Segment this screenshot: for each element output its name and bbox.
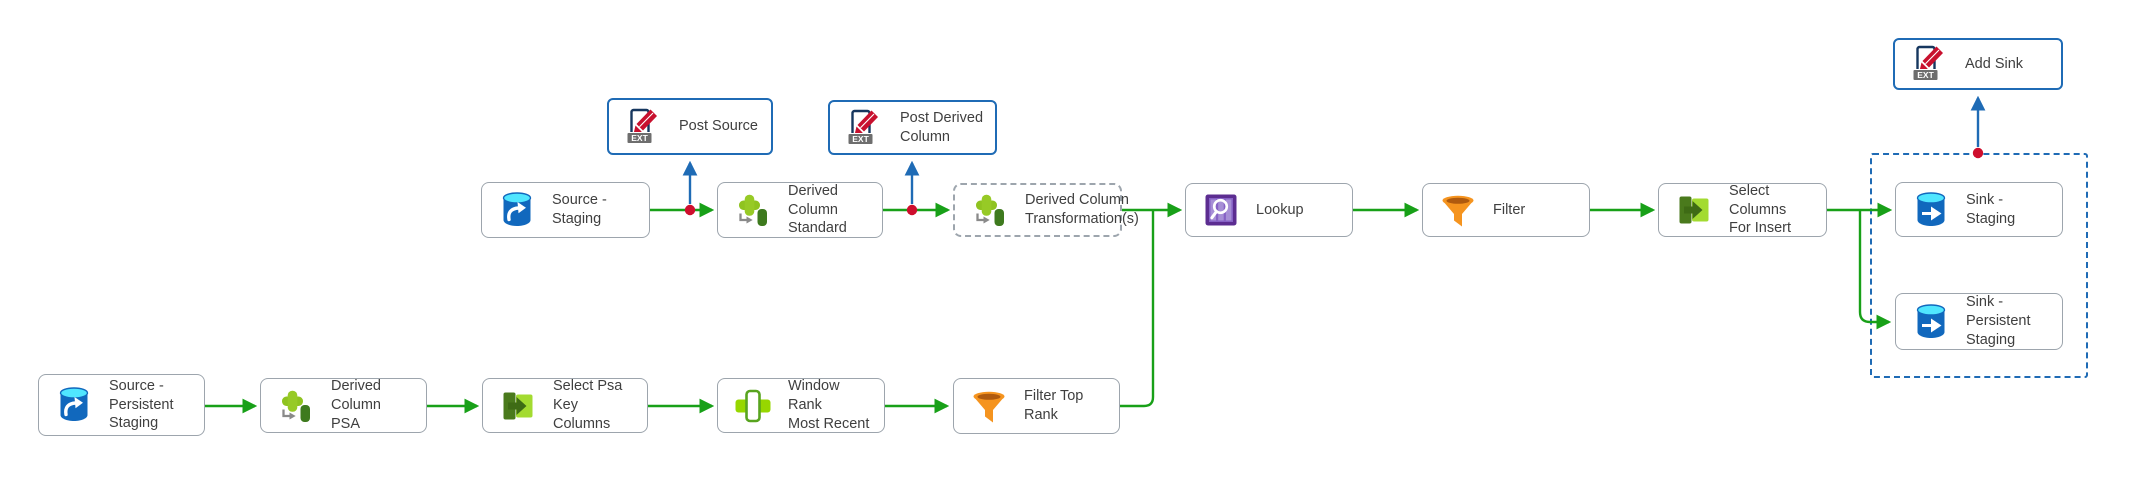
node-derived-column-transformations[interactable]: Derived Column Transformation(s)	[953, 183, 1139, 237]
node-label: Select Columns For Insert	[1729, 182, 1792, 237]
sink-database-icon	[1909, 188, 1953, 232]
node-label: Lookup	[1256, 201, 1304, 218]
node-label: Add Sink	[1965, 55, 2024, 72]
node-add-sink[interactable]: Add Sink	[1893, 38, 2063, 90]
node-label: Derived Column PSA	[331, 378, 381, 432]
lookup-icon	[1199, 188, 1243, 232]
node-source-persistent-staging[interactable]: Source - Persistent Staging	[38, 374, 205, 436]
filter-icon	[1436, 188, 1480, 232]
ext-edit-icon	[1908, 42, 1952, 86]
node-post-source[interactable]: Post Source	[607, 98, 773, 155]
node-filter[interactable]: Filter	[1422, 183, 1590, 237]
source-database-icon	[495, 188, 539, 232]
junction-dot	[906, 204, 918, 216]
node-post-derived-column[interactable]: Post Derived Column	[828, 100, 997, 155]
filter-icon	[967, 384, 1011, 428]
junction-dot	[684, 204, 696, 216]
sink-database-icon	[1909, 300, 1953, 344]
node-sink-staging[interactable]: Sink - Staging	[1895, 182, 2063, 237]
node-label: Post Derived Column	[900, 109, 984, 145]
edge-filter-top-rank-to-lookup-merge	[1120, 211, 1155, 408]
derived-column-icon	[968, 188, 1012, 232]
node-source-staging[interactable]: Source - Staging	[481, 182, 650, 238]
node-filter-top-rank[interactable]: Filter Top Rank	[953, 378, 1120, 434]
node-label: Derived Column Transformation(s)	[1025, 192, 1139, 227]
node-sink-persistent-staging[interactable]: Sink - Persistent Staging	[1895, 293, 2063, 350]
node-derived-column-standard[interactable]: Derived Column Standard	[717, 182, 883, 238]
node-label: Sink - Staging	[1966, 191, 2016, 227]
node-select-psa-key-columns[interactable]: Select Psa Key Columns	[482, 378, 648, 433]
node-derived-column-psa[interactable]: Derived Column PSA	[260, 378, 427, 433]
node-label: Select Psa Key Columns	[553, 378, 623, 432]
node-label: Window Rank Most Recent	[788, 378, 870, 432]
node-label: Derived Column Standard	[788, 182, 847, 237]
ext-edit-icon	[622, 105, 666, 149]
source-database-icon	[52, 383, 96, 427]
select-columns-icon	[496, 384, 540, 428]
node-window-rank-most-recent[interactable]: Window Rank Most Recent	[717, 378, 885, 433]
node-select-columns-for-insert[interactable]: Select Columns For Insert	[1658, 183, 1827, 237]
node-label: Post Source	[679, 118, 758, 135]
node-label: Source - Persistent Staging	[109, 377, 174, 432]
window-icon	[731, 384, 775, 428]
node-label: Filter	[1493, 201, 1526, 218]
derived-column-icon	[731, 188, 775, 232]
node-label: Source - Staging	[552, 192, 611, 227]
select-columns-icon	[1672, 188, 1716, 232]
derived-column-icon	[274, 384, 318, 428]
ext-edit-icon	[843, 106, 887, 150]
node-label: Sink - Persistent Staging	[1966, 294, 2031, 348]
node-lookup[interactable]: Lookup	[1185, 183, 1353, 237]
node-label: Filter Top Rank	[1024, 388, 1088, 423]
